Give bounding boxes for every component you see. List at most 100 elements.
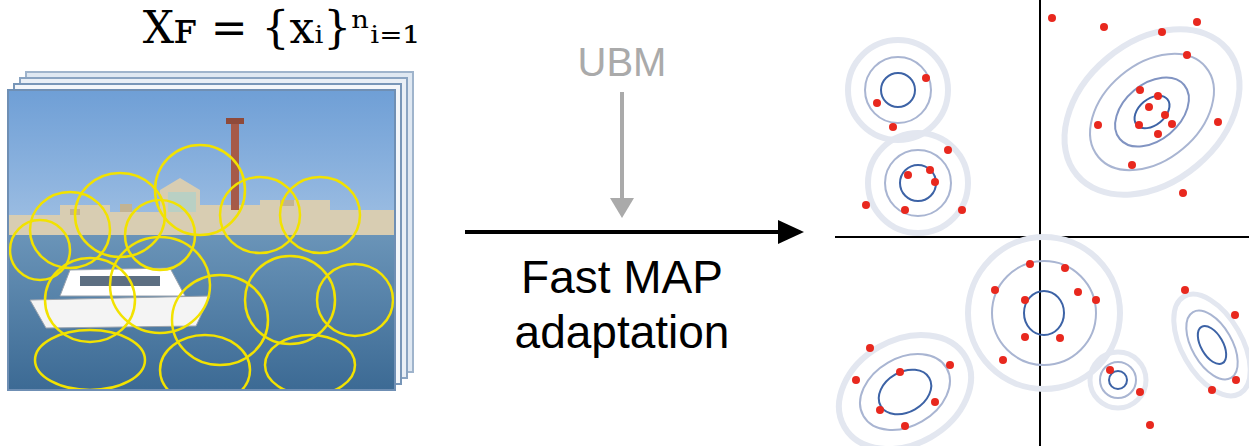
drawing-part [1048, 14, 1056, 22]
drawing-part [868, 133, 968, 233]
drawing-part [610, 198, 634, 218]
drawing-part [1100, 362, 1136, 398]
drawing-part [1094, 121, 1102, 129]
drawing-part [1146, 421, 1154, 429]
drawing-part [1231, 311, 1239, 319]
drawing-part [1232, 376, 1240, 384]
drawing-part [901, 206, 909, 214]
drawing-part [922, 74, 930, 82]
drawing-part [8, 90, 395, 390]
drawing-part [1145, 103, 1153, 111]
drawing-part [778, 220, 804, 244]
drawing-part [885, 150, 951, 216]
drawing-part [852, 14, 1240, 430]
drawing-part [110, 237, 210, 333]
drawing-part [1136, 86, 1144, 94]
drawing-part [226, 118, 244, 124]
drawing-part [1068, 30, 1237, 194]
drawing-part [1135, 121, 1143, 129]
drawing-part [1158, 28, 1166, 36]
drawing-part [1136, 388, 1144, 396]
drawing-part [1193, 18, 1201, 26]
drawing-part [876, 406, 884, 414]
drawing-part [10, 145, 393, 390]
drawing-part [901, 422, 909, 430]
drawing-part [900, 165, 936, 201]
drawing-part [1128, 89, 1175, 135]
ubm-label: UBM [522, 38, 722, 86]
image-stack: Xꜰ = {xᵢ}ⁿᵢ₌₁ [8, 0, 420, 392]
drawing-part [220, 177, 300, 253]
label-holder: UBM [522, 38, 722, 86]
drawing-part [1090, 352, 1146, 408]
drawing-part [1168, 120, 1176, 128]
drawing-part [871, 361, 939, 424]
photo-frame [8, 90, 395, 390]
drawing-part [10, 220, 70, 280]
drawing-part [1154, 130, 1162, 138]
drawing-part [1092, 296, 1100, 304]
drawing-part [1090, 352, 1146, 408]
drawing-part [1106, 366, 1114, 374]
drawing-part [999, 356, 1007, 364]
drawing-part [620, 92, 624, 200]
drawing-part [946, 361, 954, 369]
drawing-part [1158, 282, 1249, 409]
drawing-part [866, 344, 874, 352]
set-formula: Xꜰ = {xᵢ}ⁿᵢ₌₁ [143, 2, 420, 55]
drawing-part [1021, 296, 1029, 304]
drawing-part [868, 133, 968, 233]
drawing-part [1158, 282, 1249, 409]
drawing-part [1074, 288, 1082, 296]
main-arrow [465, 220, 804, 244]
drawing-part [968, 237, 1120, 389]
drawing-part [846, 339, 963, 446]
drawing-part [265, 335, 355, 390]
drawing-part [1102, 64, 1202, 161]
drawing-part [1154, 92, 1162, 100]
drawing-part [1061, 264, 1069, 272]
drawing-part [1128, 161, 1136, 169]
drawing-part [245, 256, 335, 344]
photo [8, 90, 395, 390]
drawing-part [80, 276, 160, 286]
drawing-part [30, 192, 110, 268]
drawing-part [904, 171, 912, 179]
drawing-part [991, 286, 999, 294]
drawing-part [1056, 334, 1064, 342]
drawing-part [848, 40, 948, 140]
drawing-part [1214, 118, 1222, 126]
drawing-part [465, 230, 782, 234]
drawing-part [926, 166, 934, 174]
drawing-part [280, 177, 360, 253]
drawing-part [1100, 23, 1108, 31]
drawing-part [931, 398, 939, 406]
drawing-part [35, 330, 145, 390]
drawing-part [873, 99, 881, 107]
drawing-part [889, 123, 897, 131]
gmm-plot [818, 0, 1249, 446]
drawing-part [1032, 0, 1249, 229]
drawing-part [958, 206, 966, 214]
drawing-part [75, 173, 165, 257]
drawing-part [160, 335, 250, 390]
drawing-part [1192, 321, 1232, 368]
drawing-part [8, 178, 395, 240]
drawing-part [1109, 371, 1127, 389]
drawing-part [862, 201, 870, 209]
drawing-part [1021, 333, 1029, 341]
drawing-part [896, 368, 904, 376]
drawing-part [818, 312, 991, 446]
drawing-part [848, 40, 948, 140]
drawing-part [865, 57, 931, 123]
drawing-part [1208, 386, 1216, 394]
method-label: Fast MAP adaptation [487, 250, 757, 360]
label-holder: Fast MAP adaptation [487, 250, 757, 360]
drawing-part [1039, 0, 1041, 446]
drawing-part [1179, 189, 1187, 197]
drawing-part [992, 261, 1096, 365]
drawing-part [125, 200, 195, 270]
drawing-part [1026, 260, 1034, 268]
drawing-part [1032, 0, 1249, 229]
